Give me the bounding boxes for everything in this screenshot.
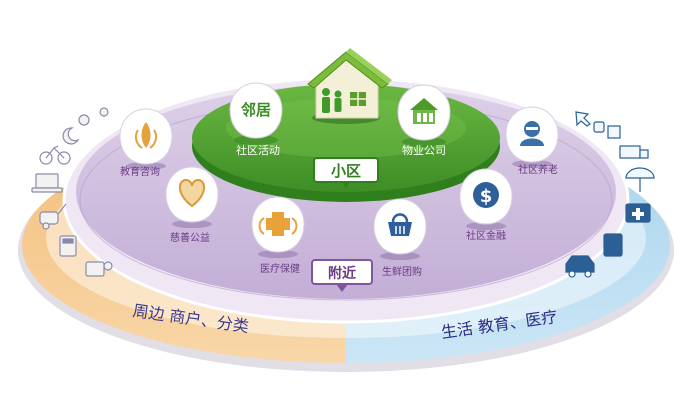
shop-service-icon [85, 261, 113, 277]
neighbor-badge-text: 邻居 [240, 101, 271, 119]
nearby-label-text: 附近 [328, 265, 356, 282]
pin-property [397, 84, 451, 147]
pin-label-healthcare: 医疗保健 [260, 262, 300, 275]
pin-label-elderly: 社区养老 [518, 163, 558, 176]
moon-icon [62, 127, 80, 145]
nearby-label: 附近 [311, 259, 373, 292]
pin-elderly [505, 106, 559, 168]
community-label-text: 小区 [331, 162, 361, 180]
tennis-icon [78, 114, 90, 126]
left-icon-group [31, 107, 113, 277]
pin-label-grocery: 生鲜团购 [382, 265, 422, 278]
cup-icon [593, 121, 605, 133]
community-label: 小区 [313, 157, 379, 188]
pin-neighbors: 邻居 [229, 82, 283, 145]
laptop-icon [31, 173, 63, 193]
shopping-basket-icon [388, 213, 412, 236]
pin-grocery [373, 198, 427, 260]
right-icon-group [565, 111, 655, 278]
elder-icon [520, 121, 544, 146]
pin-label-neighbors: 社区活动 [236, 143, 280, 157]
umbrella-icon [625, 167, 655, 192]
gift-icon [607, 125, 621, 139]
plane-icon [575, 111, 591, 127]
vacuum-icon [39, 203, 67, 230]
pin-label-property: 物业公司 [402, 143, 446, 157]
pin-education [119, 108, 173, 170]
house-icon [307, 48, 392, 124]
bicycle-icon [39, 145, 71, 165]
building-icon [410, 98, 438, 124]
pin-healthcare [251, 196, 305, 258]
apple-icon [99, 107, 109, 117]
medical-cross-icon [258, 212, 298, 236]
truck-icon [619, 145, 649, 159]
pin-finance: $ [459, 168, 513, 230]
svg-text:$: $ [480, 186, 493, 207]
heart-icon [179, 178, 205, 208]
pin-label-education: 教育咨询 [120, 165, 160, 178]
car-icon [565, 255, 595, 278]
dollar-icon: $ [473, 182, 499, 208]
wheat-icon [134, 122, 158, 149]
first-aid-icon [625, 203, 651, 223]
pin-charity [165, 166, 219, 228]
book-icon [603, 233, 623, 257]
pin-label-finance: 社区金融 [466, 229, 506, 242]
pin-label-charity: 慈善公益 [170, 231, 210, 244]
calculator-icon [59, 235, 77, 257]
